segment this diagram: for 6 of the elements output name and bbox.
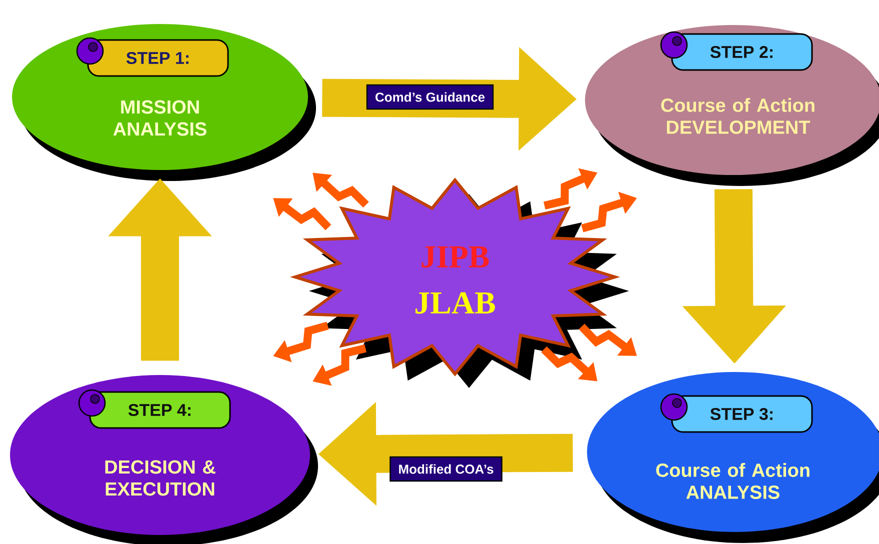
edge-label: Modified COA’s	[390, 456, 502, 482]
step-tab: STEP 1:	[76, 37, 229, 77]
step-tab: STEP 2:	[660, 31, 813, 71]
step-tab: STEP 3:	[660, 393, 813, 433]
edge-label: Comd’s Guidance	[366, 84, 494, 110]
step-tab: STEP 4:	[78, 389, 231, 429]
